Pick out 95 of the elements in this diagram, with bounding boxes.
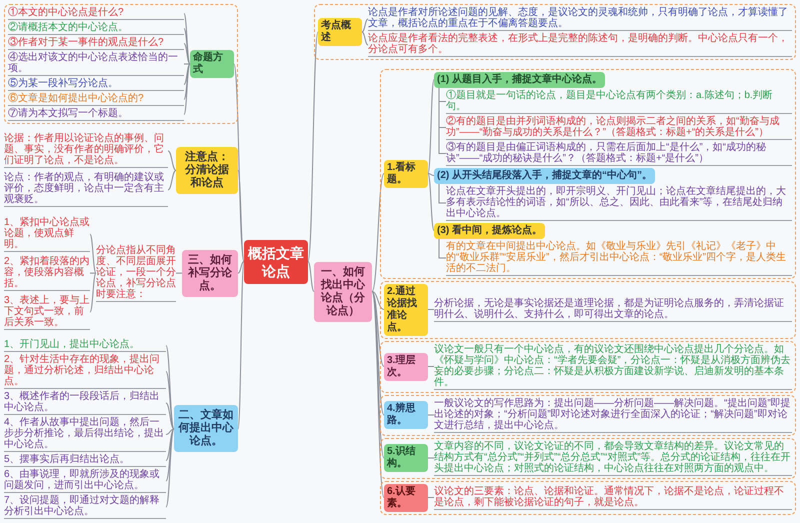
- connector-line: [428, 366, 434, 367]
- connector-line: [176, 272, 182, 274]
- dashed-group-box: [380, 480, 796, 514]
- connector-line: [238, 170, 244, 262]
- connector-line: [90, 234, 96, 274]
- note-text: ②请概括本文的中心论点。: [8, 22, 184, 35]
- note-text: 3、表述上，要与上下文句式一致，前后关系一致。: [4, 294, 90, 330]
- connector-line: [166, 428, 174, 508]
- topic-label: 1.看标题。: [384, 160, 428, 188]
- connector-line: [168, 150, 176, 171]
- connector-line: [428, 173, 434, 231]
- dashed-group-box: [380, 68, 796, 278]
- note-text: ④选出对该文的中心论点表述恰当的一项。: [8, 52, 184, 76]
- branch-label: 二、文章如何提出中心论点。: [174, 405, 238, 452]
- note-text: 论点应是作者看法的完整表述，在形式上是完整的陈述句，是明确的判断。中心论点只有一个，分论点可有多个。: [368, 33, 792, 57]
- connector-line: [166, 428, 174, 461]
- connector-line: [372, 291, 384, 498]
- connector-line: [184, 43, 190, 64]
- connector-line: [90, 272, 96, 313]
- dashed-group-box: [380, 280, 796, 338]
- topic-label: (3) 看中间，提炼论点。: [434, 222, 545, 238]
- connector-line: [428, 79, 434, 174]
- note-text: 2、针对生活中存在的现象，提出问题，通过分析论述，归结出中心论点。: [4, 354, 166, 389]
- note-text: 论点：作者的观点，有明确的建议或评价，态度鲜明，论点中一定含有主观褒贬。: [4, 172, 168, 208]
- note-text: 议论文一般只有一个中心论点，有的议论文还围绕中心论点提出几个分论点。如《怀疑与学问》中心论点：“学者先要会疑”，分论点一：怀疑是从消极方面辨伪去妄的必要步骤；分论点二：怀疑是从积极方面建设新学说、启迪新发明的基本条件。: [434, 344, 792, 390]
- dashed-group-box: [314, 4, 796, 60]
- note-text: 1、开门见山，提出中心论点。: [4, 338, 166, 352]
- connector-line: [308, 32, 318, 262]
- connector-line: [372, 291, 384, 458]
- topic-label: 6.认要素。: [384, 484, 428, 512]
- note-text: 1、紧扣中心论点或论题，使观点鲜明。: [4, 216, 90, 252]
- note-text: 一般议论文的写作思路为：提出问题——分析问题——解决问题。“提出问题”即提出论述的对象；“分析问题”即对论述对象进行全面深入的论证；“解决问题”即对论文进行总结，提出中心论点。: [434, 398, 792, 432]
- connector-line: [372, 291, 384, 310]
- connector-line: [238, 261, 244, 430]
- note-text: 分论点指从不同角度、不同层面展开论证，一段一个分论点，补写分论点时要注意：: [96, 244, 176, 302]
- connector-line: [428, 309, 434, 310]
- note-text: 论点在文章开头提出的，即开宗明义、开门见山；论点在文章结尾提出的，大多有表示结论性的词语，如“所以、总之、因此、由此看来”等，在结尾处归纳出中心论点。: [446, 186, 792, 220]
- connector-line: [372, 173, 384, 292]
- connector-line: [168, 170, 176, 190]
- connector-line: [166, 370, 174, 430]
- connector-line: [438, 87, 446, 154]
- branch-label: 三、如何补写分论点。: [182, 250, 238, 297]
- dashed-group-box: [4, 4, 238, 124]
- connector-line: [166, 402, 174, 430]
- dashed-group-box: [380, 394, 796, 436]
- note-text: 4、作者从故事中提出问题，然后一步步分析推论，最后得出结论，提出中心论点。: [4, 416, 166, 452]
- note-text: 3、概述作者的一段段话后，归结出中心论点。: [4, 390, 166, 415]
- topic-label: 3.理层次。: [384, 352, 428, 380]
- topic-label: 命题方式: [190, 50, 234, 78]
- connector-line: [184, 13, 190, 64]
- topic-label: 2.通过论据找准论点。: [384, 284, 428, 336]
- note-text: ①题目就是一句话的论点，题目是中心论点有两个类别：a.陈述句；b.判断句。: [446, 90, 792, 114]
- topic-label: (2) 从开头结尾段落入手，捕捉文章的“中心句”。: [434, 168, 655, 184]
- branch-label: 一、如何找出中心论点（分论点）: [314, 262, 372, 322]
- note-text: 2、紧扣着段落的内容，使段落内容概括。: [4, 256, 90, 291]
- connector-line: [238, 261, 244, 274]
- central-topic-box: 概括文章论点: [244, 240, 308, 284]
- note-text: ①本文的中心论点是什么?: [8, 7, 184, 20]
- connector-line: [184, 28, 190, 64]
- branch-label: 注意点：分清论据和论点: [176, 146, 238, 194]
- dashed-group-box: [380, 438, 796, 478]
- topic-label: 考点概述: [318, 18, 362, 46]
- connector-line: [184, 64, 190, 85]
- connector-line: [184, 64, 190, 115]
- connector-line: [166, 344, 174, 430]
- note-text: 有的文章在中间提出中心论点。如《敬业与乐业》先引《礼记》《老子》中的“敬业乐群”“安居乐业”，然后才引出中心论点：“敬业乐业”四个字，是人类生活的不二法门。: [446, 240, 792, 276]
- note-text: ⑦请为本文拟写一个标题。: [8, 108, 184, 121]
- note-text: 论据：作者用以论证论点的事例、问题、事实，没有作者的明确评价，它们证明了论点，不是论点。: [4, 133, 168, 168]
- note-text: ⑤为某一段补写分论点。: [8, 78, 184, 91]
- note-text: 6、由事说理，即就所涉及的现象或问题发问，进而引出中心论点。: [4, 468, 166, 493]
- connector-line: [428, 414, 434, 416]
- dashed-group-box: [380, 340, 796, 392]
- note-text: 论点是作者对所论述问题的见解、态度，是议论文的灵魂和统帅，只有明确了论点，才算读懂了文章，概括论点的重点在于不偏离答题要点。: [368, 7, 792, 31]
- note-text: ③有的题目是由偏正词语构成的，只需在后面加上“是什么”，如“成功的秘诀”——“成功的秘诀是什么”？（答题格式：标题+“是什么”）: [446, 142, 792, 166]
- connector-line: [166, 428, 174, 435]
- note-text: 议论文的三要素：论点、论据和论证。通常情况下，论据不是论点，论证过程不是论点，剩下能被论据论证的句子，就是论点。: [434, 486, 792, 510]
- connector-line: [372, 291, 384, 367]
- connector-line: [362, 18, 368, 32]
- connector-line: [184, 64, 190, 100]
- topic-label: (1) 从题目入手，捕捉文章中心论点。: [434, 72, 605, 88]
- connector-line: [438, 238, 446, 258]
- note-text: ②有的题目是由并列词语构成的，论点则揭示二者之间的关系，如“勤奋与成功”——“勤奋与成功的关系是什么？”（答题格式：标题+“的关系是什么”）: [446, 116, 792, 140]
- connector-line: [438, 183, 446, 204]
- topic-label: 4.辨思路。: [384, 401, 428, 429]
- note-text: 7、设问提题，即通过对文题的解释分析引出中心论点。: [4, 494, 166, 519]
- note-text: 5、摆事实后再归结出论点。: [4, 454, 166, 467]
- connector-line: [166, 428, 174, 482]
- connector-line: [428, 497, 434, 498]
- note-text: ③作者对于某一事件的观点是什么?: [8, 37, 184, 50]
- topic-label: 5.识结构。: [384, 444, 428, 472]
- note-text: 文章内容的不同，议论文论证的不同，都会导致文章结构的差异。议论文常见的结构方式有“总分式”“并列式”“总分总式”“对照式”等。总分式的论证结构，往往在开头提出中心论点；对照式的论证结构，中心论点往往在对照两方面的观点中。: [434, 440, 792, 476]
- note-text: 分析论据，无论是事实论据还是道理论据，都是为证明论点服务的，弄清论据证明什么、说明什么、支持什么，即可得出文章的论点。: [434, 298, 792, 322]
- note-text: ⑥文章是如何提出中心论点的?: [8, 93, 184, 106]
- connector-line: [90, 272, 96, 274]
- connector-line: [362, 32, 368, 46]
